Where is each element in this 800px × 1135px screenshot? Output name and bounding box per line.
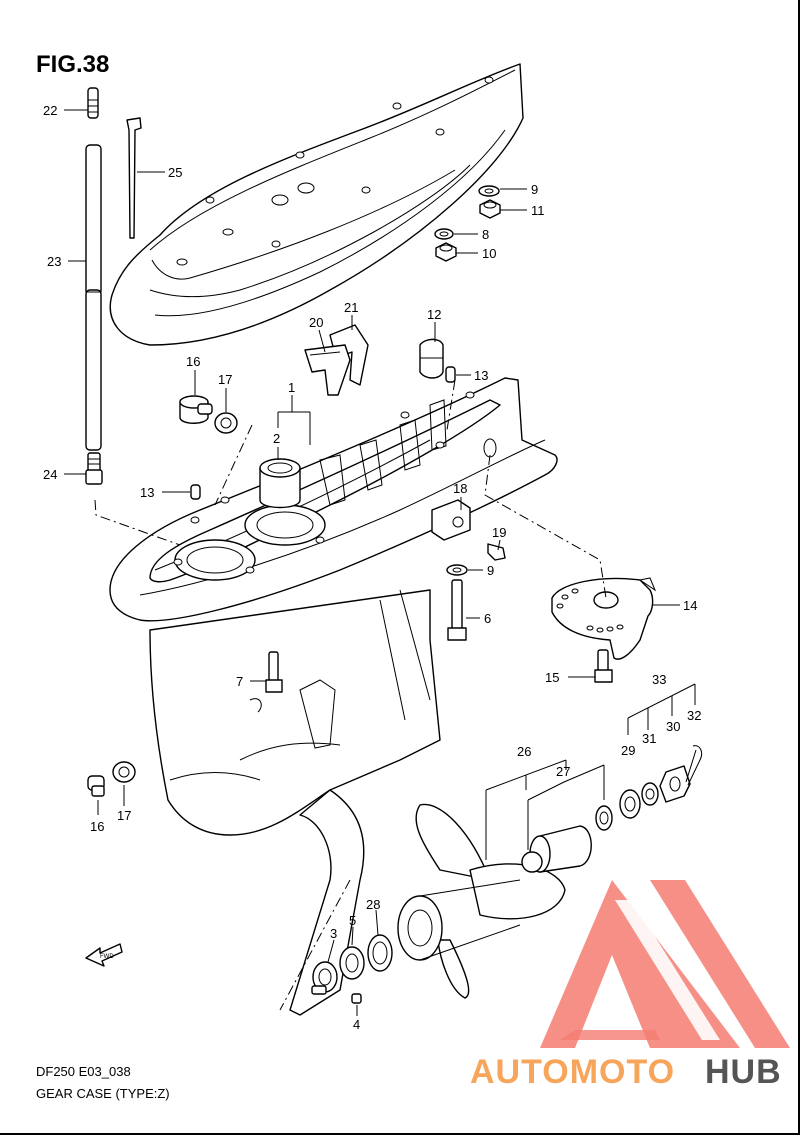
callout-3: 3 [330, 926, 337, 941]
part-12-cap [419, 338, 444, 379]
callout-9: 9 [531, 182, 538, 197]
callout-23: 23 [47, 254, 61, 269]
part-6-bolt [447, 579, 467, 641]
part-10-nut [435, 242, 457, 262]
part-24-shaft-fitting [85, 452, 103, 485]
callout-24: 24 [43, 467, 57, 482]
center-lines [94, 379, 607, 1011]
part-7-bolt [265, 651, 283, 693]
callout-27: 27 [556, 764, 570, 779]
callout-33: 33 [652, 672, 666, 687]
callout-32: 32 [687, 708, 701, 723]
part-5-washer [339, 946, 365, 980]
propeller [397, 803, 566, 999]
figure-title: FIG.38 [36, 51, 109, 78]
part-11-nut [479, 199, 501, 219]
callout-17: 17 [218, 372, 232, 387]
part-17-gasket-lower [112, 761, 136, 783]
part-17-gasket-upper [214, 412, 238, 434]
part-13-pin-upper [445, 366, 456, 383]
callout-22: 22 [43, 103, 57, 118]
part-19-screw [487, 543, 506, 561]
part-31-washer [641, 782, 659, 806]
callout-14: 14 [683, 598, 697, 613]
callout-2: 2 [273, 431, 280, 446]
gear-case-housing [109, 377, 558, 1016]
callout-12: 12 [427, 307, 441, 322]
callout-31: 31 [642, 731, 656, 746]
diagram-code: DF250 E03_038 [36, 1064, 131, 1079]
callout-20: 20 [309, 315, 323, 330]
part-27-thrust-hub [521, 805, 613, 873]
part-16-plug-upper [179, 395, 213, 424]
part-32-cotter-pin [685, 745, 703, 786]
part-25-shim-strip [126, 117, 142, 239]
callout-19: 19 [492, 525, 506, 540]
part-14-anode-trim-tab [551, 577, 657, 660]
watermark-text-automoto: AUTOMOTO [470, 1053, 675, 1091]
callout-8: 8 [482, 227, 489, 242]
leader-lines [64, 109, 696, 1016]
callout-17: 17 [117, 808, 131, 823]
callout-16: 16 [186, 354, 200, 369]
part-3-spacer [311, 961, 338, 995]
gear-case-cover-plate [109, 63, 524, 346]
part-16-plug-lower [87, 775, 105, 797]
callout-labels: 22 25 23 24 9 11 8 10 21 20 12 13 16 17 … [43, 103, 701, 1032]
callout-30: 30 [666, 719, 680, 734]
part-15-bolt [594, 649, 613, 683]
callout-7: 7 [236, 674, 243, 689]
part-22-shaft-end [87, 87, 99, 119]
callout-18: 18 [453, 481, 467, 496]
callout-1: 1 [288, 380, 295, 395]
callout-13: 13 [474, 368, 488, 383]
callout-13: 13 [140, 485, 154, 500]
callout-9: 9 [487, 563, 494, 578]
callout-28: 28 [366, 897, 380, 912]
part-4-key [351, 993, 362, 1004]
part-9-washer-mid [446, 564, 468, 576]
part-23-drive-shaft [85, 144, 102, 451]
callout-6: 6 [484, 611, 491, 626]
fwd-label: FWD [100, 954, 114, 960]
part-13-pin-lower [190, 484, 201, 500]
callout-5: 5 [349, 913, 356, 928]
diagram-caption: GEAR CASE (TYPE:Z) [36, 1086, 170, 1101]
callout-10: 10 [482, 246, 496, 261]
callout-16: 16 [90, 819, 104, 834]
part-20-clip [304, 344, 351, 396]
fwd-direction-marker: FWD [85, 943, 123, 967]
callout-26: 26 [517, 744, 531, 759]
part-8-washer [434, 228, 454, 240]
part-29-washer [619, 789, 641, 819]
callout-15: 15 [545, 670, 559, 685]
callout-4: 4 [353, 1017, 360, 1032]
callout-29: 29 [621, 743, 635, 758]
callout-11: 11 [531, 203, 545, 218]
automotohub-watermark-logo [540, 880, 790, 1048]
part-30-castle-nut [659, 765, 691, 803]
callout-21: 21 [344, 300, 358, 315]
callout-25: 25 [168, 165, 182, 180]
part-2-bearing-sleeve [259, 458, 301, 509]
part-9-washer-top [478, 185, 500, 197]
part-28-ring [367, 934, 393, 972]
watermark-text-hub: HUB [705, 1053, 782, 1091]
